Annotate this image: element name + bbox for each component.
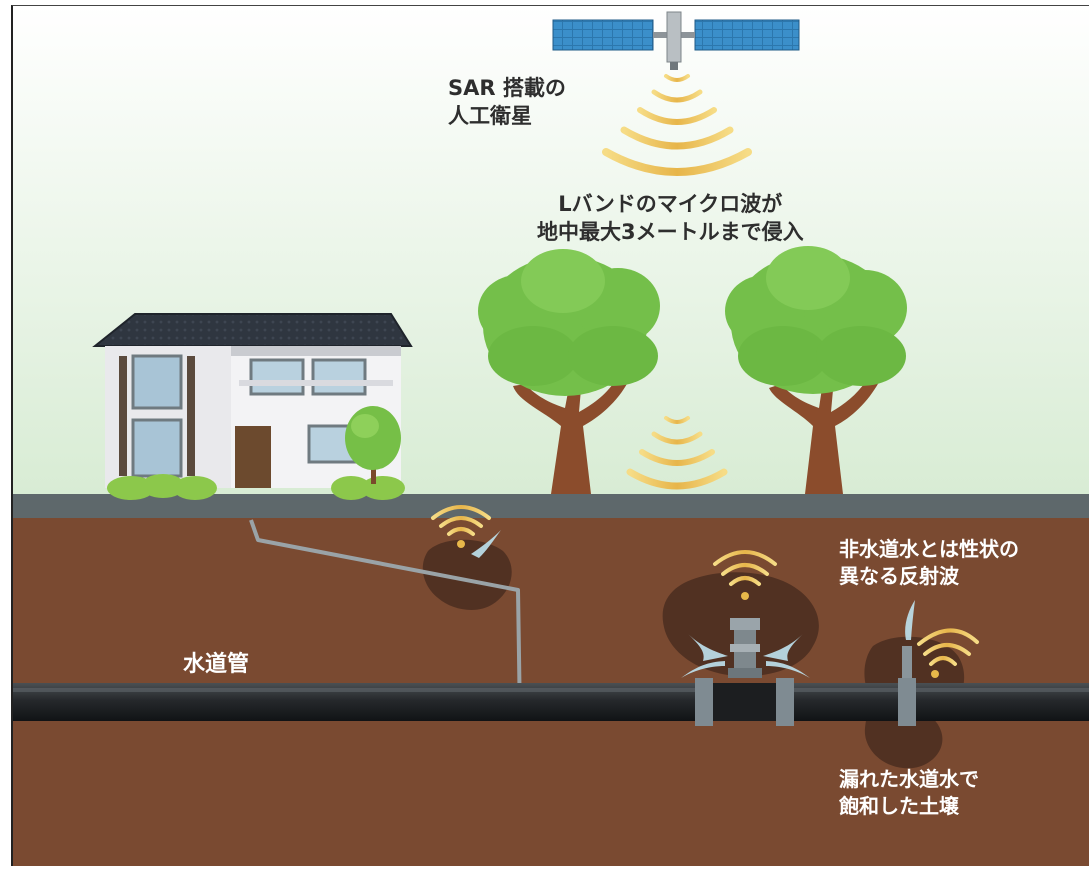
- water-spray: [471, 530, 915, 678]
- service-pipe: [249, 519, 522, 722]
- small-tree: [345, 406, 401, 484]
- pipe-label: 水道管: [183, 652, 250, 677]
- reflection-label: 非水道水とは性状の 異なる反射波: [839, 536, 1019, 590]
- reflection-label-line1: 非水道水とは性状の: [839, 537, 1019, 561]
- road-surface: [13, 494, 1089, 518]
- saturated-soil-label: 漏れた水道水で 飽和した土壌: [839, 766, 979, 820]
- satellite-microwave-arcs: [602, 74, 752, 176]
- pipe-joint: [695, 618, 794, 726]
- bushes: [107, 474, 405, 500]
- illustration: [13, 6, 1089, 866]
- saturated-soil-label-line2: 飽和した土壌: [839, 794, 959, 818]
- microwave-label: Lバンドのマイクロ波が 地中最大3メートルまで侵入: [537, 190, 804, 247]
- reflection-wave-1: [431, 505, 491, 548]
- soil-patch-1: [422, 539, 512, 610]
- satellite-label-line2: 人工衛星: [448, 104, 532, 129]
- ground-microwave-arcs: [626, 416, 728, 490]
- microwave-label-line2: 地中最大3メートルまで侵入: [537, 220, 804, 245]
- satellite: [552, 11, 800, 70]
- pipe-highlight: [13, 688, 1089, 692]
- tree-left: [478, 249, 660, 494]
- microwave-label-line1: Lバンドのマイクロ波が: [558, 192, 783, 216]
- pipe-clamp-right: [898, 646, 916, 726]
- satellite-label: SAR 搭載の 人工衛星: [448, 74, 566, 131]
- satellite-label-line1: SAR 搭載の: [448, 76, 566, 100]
- reflection-wave-2: [713, 550, 777, 600]
- reflection-label-line2: 異なる反射波: [839, 564, 959, 588]
- diagram-frame: SAR 搭載の 人工衛星 Lバンドのマイクロ波が 地中最大3メートルまで侵入 水…: [11, 5, 1089, 866]
- saturated-soil-label-line1: 漏れた水道水で: [839, 767, 979, 791]
- tree-right: [725, 246, 907, 494]
- reflection-wave-3: [917, 628, 979, 678]
